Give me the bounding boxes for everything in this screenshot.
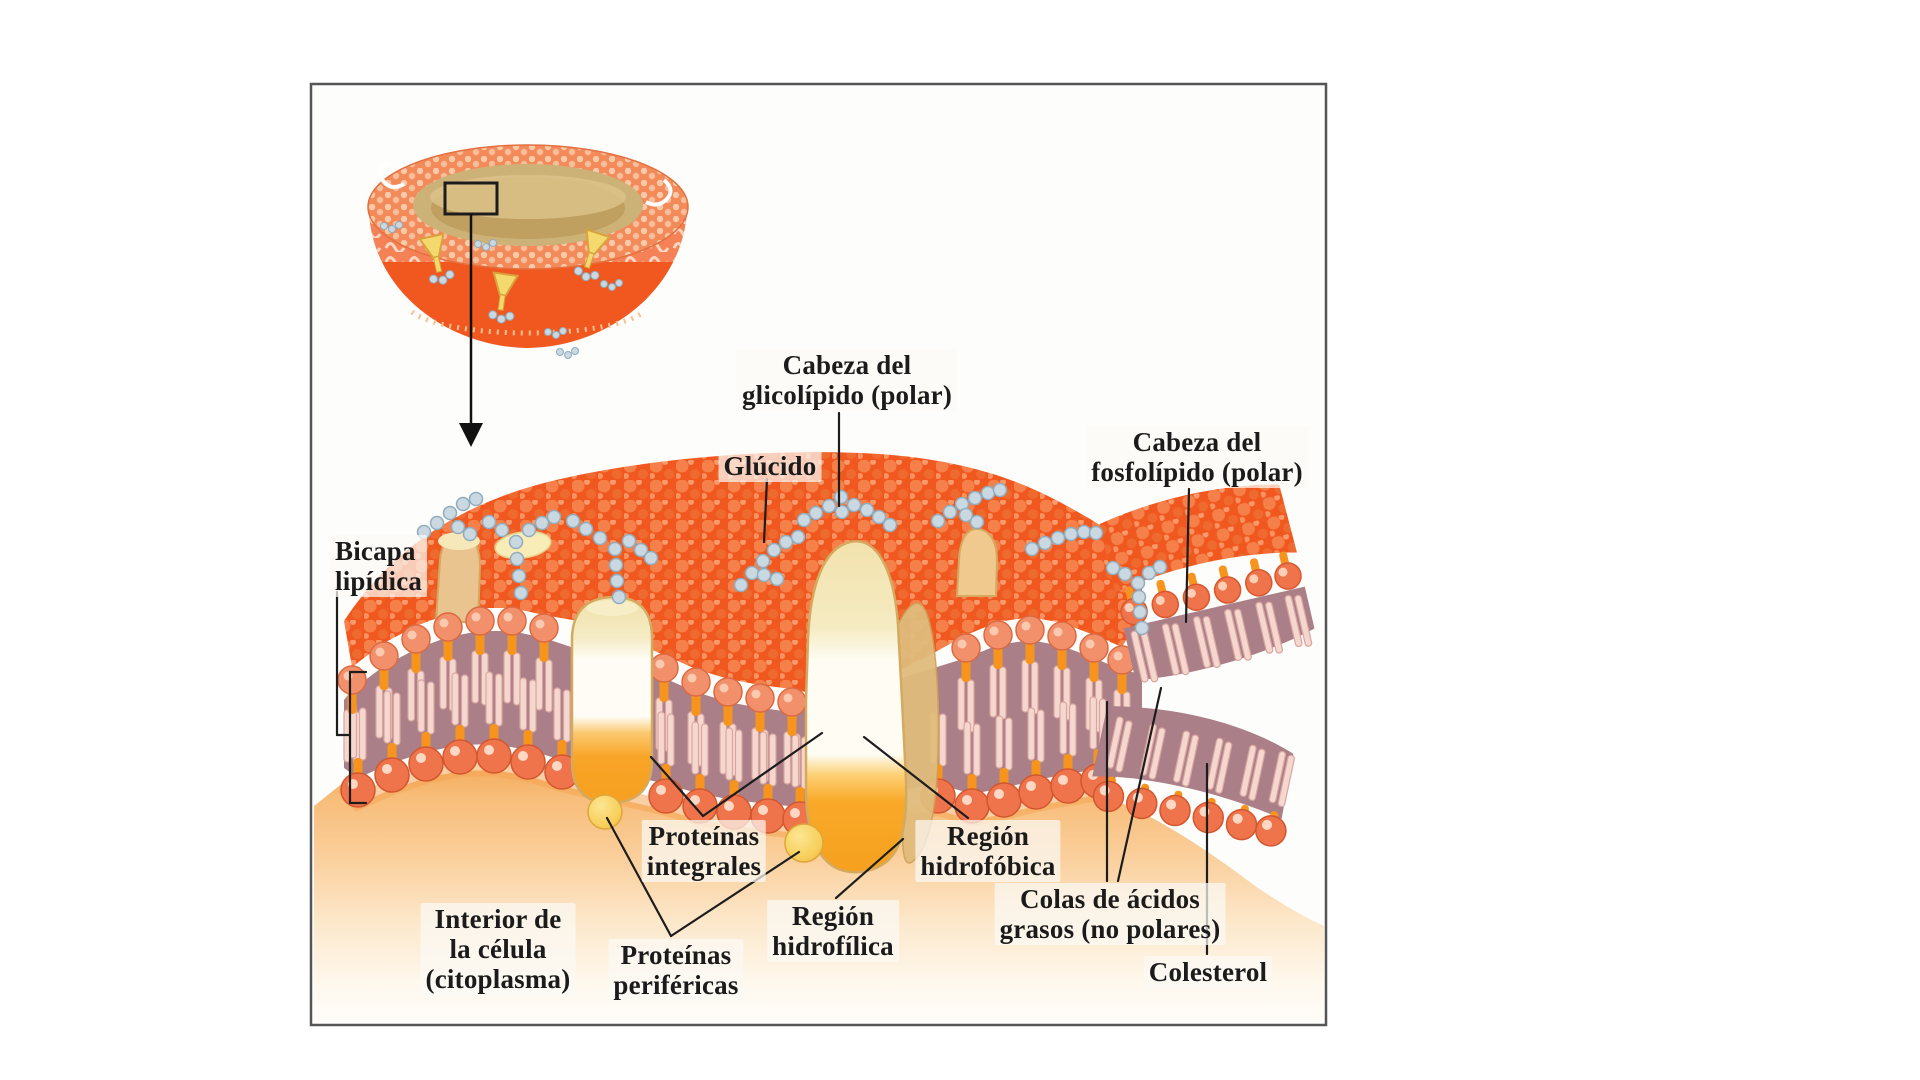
label-glucido: Glúcido	[718, 450, 822, 483]
zoom-arrow-icon	[459, 214, 483, 447]
glycolipid-carbohydrate-chains	[416, 482, 1168, 636]
label-glycolipid-head: Cabeza del glicolípido (polar)	[736, 349, 958, 412]
leader-lines	[335, 411, 1209, 956]
surface-protein-bumps	[434, 527, 999, 623]
leader-phospholipid-head	[1184, 487, 1191, 624]
label-cell-interior: Interior de la célula (citoplasma)	[420, 903, 576, 996]
leader-peripheral-right	[669, 850, 801, 938]
phospholipid-head-row-upper	[337, 606, 1137, 736]
label-lipid-bilayer: Bicapa lipídica	[330, 535, 428, 598]
leader-integral-right	[701, 731, 824, 818]
label-peripheral-proteins: Proteínas periféricas	[608, 939, 744, 1002]
label-phospholipid-head: Cabeza del fosfolípido (polar)	[1086, 426, 1308, 489]
label-hydrophilic-region: Región hidrofílica	[767, 900, 899, 963]
integral-protein-left	[570, 595, 654, 805]
fatty-acid-tails-lower-row	[349, 671, 1107, 790]
leader-glucido	[762, 477, 769, 544]
leader-bicapa-bracket	[335, 590, 368, 805]
leader-hydrophobic	[862, 735, 970, 820]
leader-integral-left	[649, 755, 705, 818]
leader-peripheral-left	[605, 816, 673, 938]
label-cholesterol: Colesterol	[1143, 956, 1273, 989]
peripheral-protein-spheres	[587, 794, 824, 863]
leader-tails-2	[1116, 686, 1163, 883]
leader-hydrophilic	[834, 837, 905, 900]
integral-protein-right	[804, 540, 940, 874]
label-integral-proteins: Proteínas integrales	[641, 820, 767, 883]
membrane-outer-surface	[344, 452, 1142, 696]
split-leaflet-upper	[1099, 484, 1315, 683]
label-fatty-acid-tails: Colas de ácidos grasos (no polares)	[994, 883, 1226, 946]
label-hydrophobic-region: Región hidrofóbica	[915, 820, 1061, 883]
